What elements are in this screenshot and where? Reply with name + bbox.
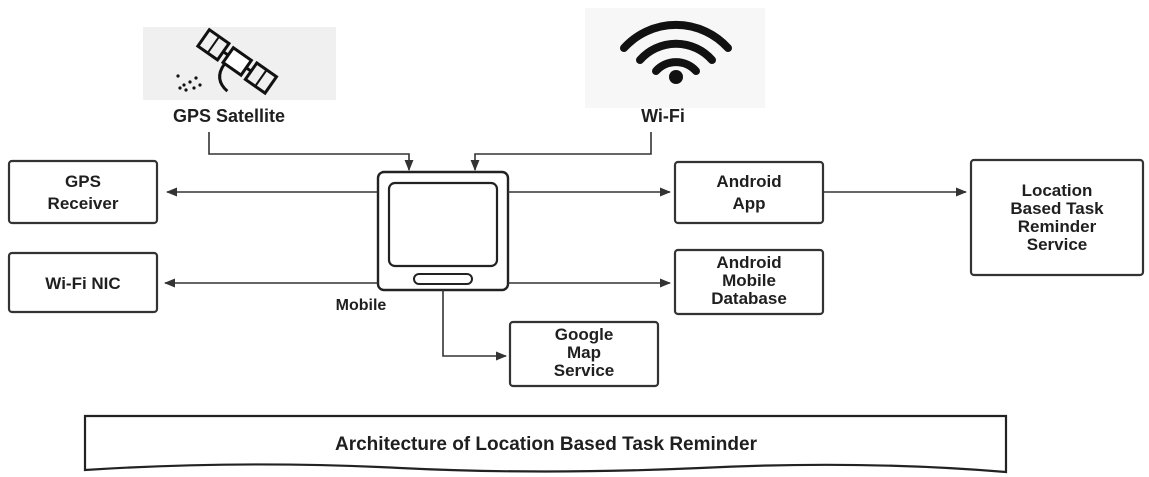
location-based-task-reminder-service-box: Location Based Task Reminder Service <box>969 158 1145 277</box>
google-map-service-box: Google Map Service <box>508 320 660 388</box>
android-db-label-line: Database <box>711 289 787 308</box>
mobile-to-google-map-connector <box>442 290 508 361</box>
gps-receiver-label-line: GPS <box>65 172 101 191</box>
android-app-label-line: Android <box>716 172 781 191</box>
service-label-line: Based Task <box>1010 199 1104 218</box>
google-map-label-line: Google <box>555 325 614 344</box>
android-app-box: Android App <box>673 160 825 225</box>
android-mobile-database-box: Android Mobile Database <box>673 248 825 316</box>
mobile-label: Mobile <box>336 297 387 314</box>
gps-receiver-label-line: Receiver <box>48 194 119 213</box>
mobile-phone-icon <box>376 170 510 292</box>
wifi-label: Wi-Fi <box>641 106 685 126</box>
wifi-nic-label-line: Wi-Fi NIC <box>45 274 120 293</box>
service-label-line: Reminder <box>1018 217 1097 236</box>
caption-banner: Architecture of Location Based Task Remi… <box>83 414 1008 474</box>
google-map-label-line: Map <box>567 343 601 362</box>
gps-receiver-box: GPS Receiver <box>7 159 159 225</box>
android-app-label-line: App <box>732 194 765 213</box>
gps-satellite-label: GPS Satellite <box>173 106 285 126</box>
android-db-label-line: Android <box>716 253 781 272</box>
wifi-to-mobile-connector <box>470 132 652 172</box>
satellite-icon <box>143 27 336 100</box>
service-label-line: Location <box>1022 181 1093 200</box>
caption-text: Architecture of Location Based Task Remi… <box>335 434 758 455</box>
wifi-nic-box: Wi-Fi NIC <box>7 251 159 314</box>
google-map-label-line: Service <box>554 361 615 380</box>
wifi-icon <box>585 8 765 108</box>
satellite-to-mobile-connector <box>208 132 414 172</box>
android-db-label-line: Mobile <box>722 271 776 290</box>
service-label-line: Service <box>1027 235 1088 254</box>
